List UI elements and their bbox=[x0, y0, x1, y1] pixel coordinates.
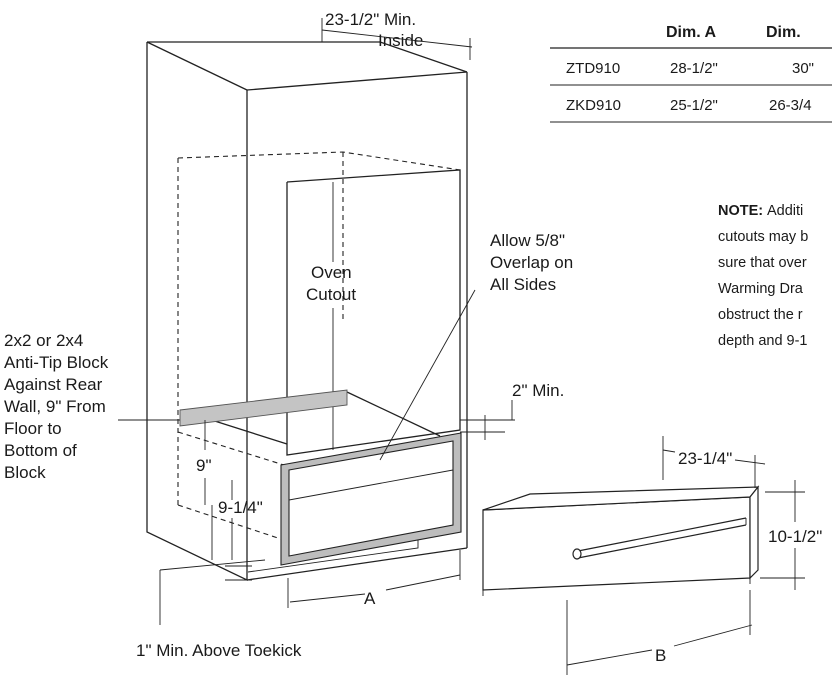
table-cell: ZTD910 bbox=[566, 60, 620, 77]
nine-inch-label: 9" bbox=[196, 456, 212, 475]
cabinet-top-front-edge bbox=[246, 71, 468, 91]
table-cell: 25-1/2" bbox=[670, 97, 718, 114]
table-header-dim-b: Dim. bbox=[766, 24, 801, 41]
dim-b-label: B bbox=[655, 646, 666, 665]
interior-hidden-lines bbox=[177, 151, 461, 541]
drawer-height-label: 10-1/2" bbox=[768, 527, 822, 546]
oven-cutout-label-line1: Oven bbox=[311, 263, 352, 282]
table-header-dim-a: Dim. A bbox=[666, 24, 717, 41]
two-inch-min-label: 2" Min. bbox=[512, 381, 564, 400]
drawer-handle-end bbox=[572, 548, 582, 560]
drawer-dimension-lines bbox=[566, 436, 805, 675]
note-line: sure that over bbox=[718, 255, 807, 271]
drawer-opening bbox=[280, 432, 462, 566]
installation-note: NOTE: Additi cutouts may b sure that ove… bbox=[718, 203, 808, 349]
dimension-lines bbox=[118, 18, 515, 625]
anti-tip-label-line5: Floor to bbox=[4, 419, 62, 438]
drawer-width-label: 23-1/4" bbox=[678, 449, 732, 468]
toekick-label: 1" Min. Above Toekick bbox=[136, 641, 302, 660]
oven-cutout-label-line2: Cutout bbox=[306, 285, 356, 304]
diagram-labels: 23-1/2" Min. Inside Oven Cutout Allow 5/… bbox=[4, 10, 822, 665]
nine-quarter-label: 9-1/4" bbox=[218, 498, 263, 517]
note-line: cutouts may b bbox=[718, 229, 808, 245]
overlap-label-line3: All Sides bbox=[490, 275, 556, 294]
anti-tip-label-line1: 2x2 or 2x4 bbox=[4, 331, 83, 350]
cabinet bbox=[146, 41, 468, 582]
overlap-label-line2: Overlap on bbox=[490, 253, 573, 272]
anti-tip-block bbox=[179, 389, 348, 427]
inside-width-label-line1: 23-1/2" Min. bbox=[325, 10, 416, 29]
table-cell: 26-3/4 bbox=[769, 97, 812, 114]
note-line: depth and 9-1 bbox=[718, 333, 808, 349]
anti-tip-label-line3: Against Rear bbox=[4, 375, 103, 394]
table-cell: 30" bbox=[792, 60, 814, 77]
cabinet-left-face bbox=[146, 42, 248, 582]
anti-tip-label-line2: Anti-Tip Block bbox=[4, 353, 109, 372]
note-line: obstruct the r bbox=[718, 307, 803, 323]
overlap-label-line1: Allow 5/8" bbox=[490, 231, 565, 250]
anti-tip-label-line6: Bottom of bbox=[4, 441, 77, 460]
table-cell: ZKD910 bbox=[566, 97, 621, 114]
anti-tip-label-line7: Block bbox=[4, 463, 46, 482]
inside-width-label-line2: Inside bbox=[378, 31, 423, 50]
note-line: Additi bbox=[767, 203, 803, 219]
dimension-table: Dim. A Dim. ZTD910 28-1/2" 30" ZKD910 25… bbox=[550, 24, 832, 123]
note-line: Warming Dra bbox=[718, 281, 804, 297]
note-title: NOTE: bbox=[718, 203, 763, 219]
dim-a-label: A bbox=[364, 589, 376, 608]
warming-drawer-unit bbox=[482, 485, 760, 596]
table-cell: 28-1/2" bbox=[670, 60, 718, 77]
anti-tip-label-line4: Wall, 9" From bbox=[4, 397, 106, 416]
